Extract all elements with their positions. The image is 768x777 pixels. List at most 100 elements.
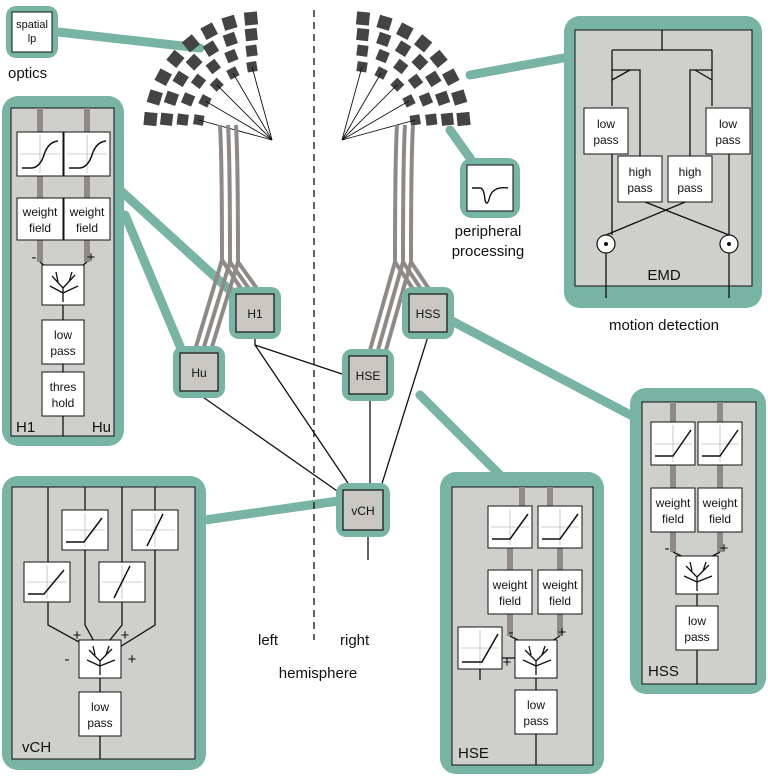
emd-highpass-right-2: pass [677,181,702,195]
vch-lowpass-2: pass [87,716,112,730]
vch-sign-plus-2: + [121,627,130,644]
vch-node-label: vCH [351,504,374,518]
photoreceptor [180,92,196,107]
photoreceptor-wire [341,119,416,141]
photoreceptor [425,70,442,88]
emd-lowpass-right-2: pass [715,133,740,147]
hu-node: Hu [173,346,225,398]
emd-lowpass-left-1: low [597,117,615,131]
hss-sign-minus: - [665,540,670,557]
vch-sign-plus-3: + [128,651,137,668]
vch-node: vCH [336,483,390,537]
hu-panel-label: Hu [92,419,111,436]
photoreceptor [200,22,218,40]
photoreceptor [429,49,448,69]
emd-highpass-left-2: pass [627,181,652,195]
photoreceptor [356,44,369,57]
photoreceptor [176,113,189,126]
hse-sign-minus: - [509,624,514,641]
photoreceptor-wire [232,72,273,141]
photoreceptor-wire [216,84,273,141]
photoreceptor [413,34,433,53]
hss-weight-right-1: weight [702,496,738,510]
hss-weight-left-1: weight [655,496,691,510]
hse-lowpass-1: low [527,698,545,712]
cell-connections [199,329,431,560]
hemisphere-label: hemisphere [279,665,357,682]
photoreceptor [411,53,429,71]
hse-weight-right-2: field [549,594,571,608]
photoreceptor [456,111,471,127]
emd-highpass-left-1: high [629,165,652,179]
motion-detection-label: motion detection [609,317,719,334]
photoreceptor [181,34,201,53]
photoreceptor [376,31,392,48]
h1-sign-plus: + [87,249,96,266]
h1-weight-left-2: field [29,221,51,235]
h1-threshold-2: hold [52,396,75,410]
optics-label: optics [8,65,47,82]
h1-weight-right-1: weight [69,205,105,219]
hss-weight-left-2: field [662,512,684,526]
right-label: right [340,632,370,649]
photoreceptor [166,49,185,69]
photoreceptor-wire [341,84,398,141]
vch-panel-label: vCH [22,739,51,756]
peripheral-label-2: processing [452,243,525,260]
hse-sign-plus-2: + [503,654,512,671]
spatial-lp-node: spatial lp [6,6,58,58]
h1-lowpass-1: low [54,328,72,342]
emd-panel-title: EMD [647,267,681,284]
hse-panel-label: HSE [458,745,489,762]
hse-panel: weight field weight field - + + low pass… [440,472,604,774]
photoreceptor [434,90,451,106]
vch-sign-plus-1: + [73,627,82,644]
photoreceptor [442,68,460,86]
photoreceptor-wire [341,72,382,141]
photoreceptor [425,113,438,126]
right-eye-photoreceptor-array [341,11,471,141]
photoreceptor [392,58,409,75]
spatial-lp-label-1: spatial [16,19,48,31]
hss-weight-right-2: field [709,512,731,526]
photoreceptor-wire [251,66,273,141]
photoreceptor-wire [204,100,273,141]
photoreceptor-wire [341,66,363,141]
photoreceptor [356,27,370,42]
emd-panel: low pass low pass high pass high pass EM… [564,16,762,308]
left-eye-photoreceptor-array [143,11,273,141]
peripheral-label-1: peripheral [455,223,522,240]
vch-lowpass-1: low [91,700,109,714]
hss-lowpass-1: low [688,614,706,628]
photoreceptor [154,68,172,86]
emd-lowpass-left-2: pass [593,133,618,147]
photoreceptor [202,40,220,57]
spatial-lp-label-2: lp [28,33,37,45]
photoreceptor [159,112,174,126]
photoreceptor-wire [341,100,410,141]
hse-node-label: HSE [356,369,381,383]
h1-node-label: H1 [247,307,263,321]
hu-node-label: Hu [191,366,206,380]
vch-sign-minus: - [65,651,70,668]
photoreceptor [172,70,189,88]
h1-lowpass-2: pass [50,344,75,358]
photoreceptor [355,11,371,26]
hse-node: HSE [342,349,394,401]
photoreceptor [185,53,203,71]
h1-threshold-1: thres [50,380,77,394]
photoreceptor [190,73,207,90]
photoreceptor [244,27,258,42]
emd-lowpass-right-1: low [719,117,737,131]
h1-sign-minus: - [32,249,37,266]
hse-lowpass-2: pass [523,714,548,728]
hss-sign-plus: + [720,540,729,557]
photoreceptor [451,89,468,106]
photoreceptor [407,73,424,90]
h1-weight-right-2: field [76,221,98,235]
h1-weight-left-1: weight [22,205,58,219]
photoreceptor [163,90,180,106]
photoreceptor [245,44,258,57]
photoreceptor [376,14,393,31]
emd-highpass-right-1: high [679,165,702,179]
